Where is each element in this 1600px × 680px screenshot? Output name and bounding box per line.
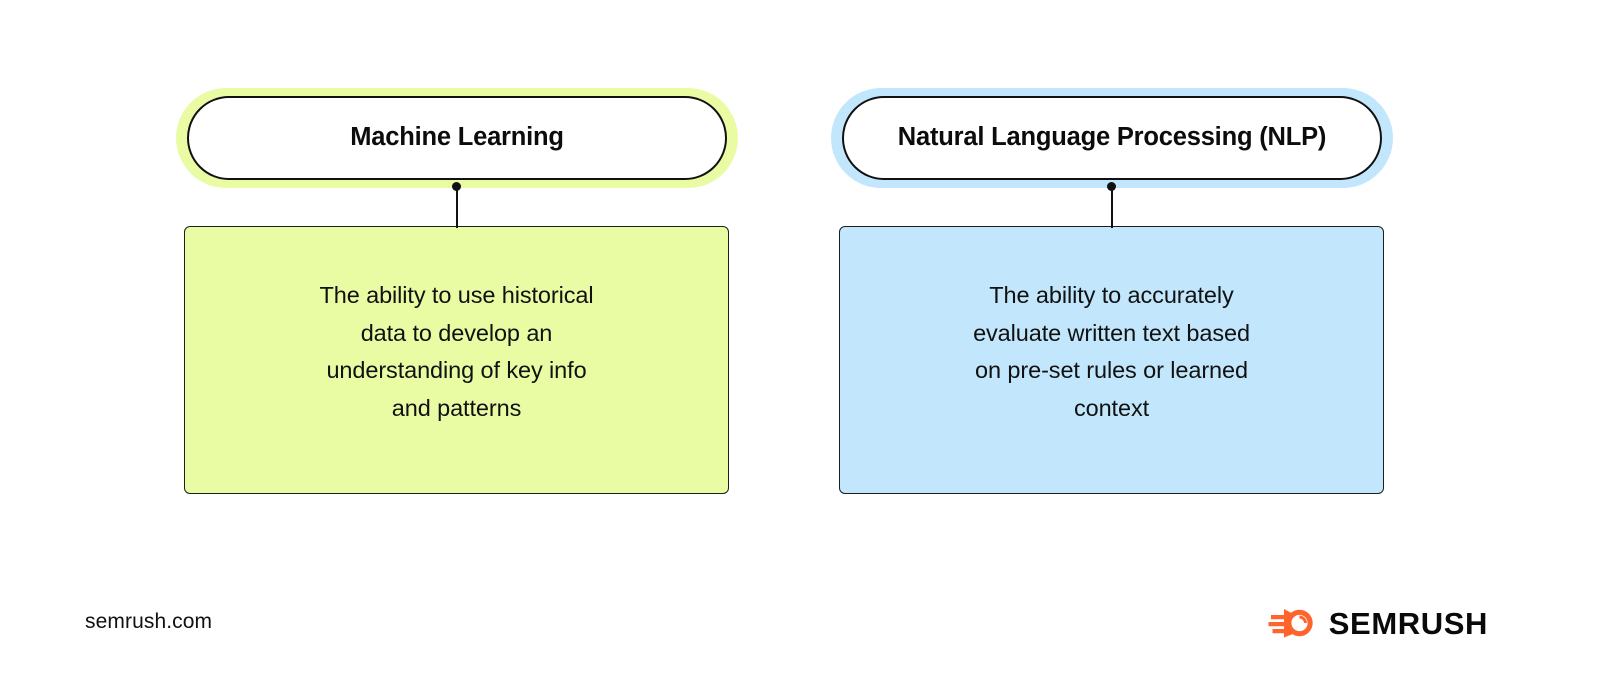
pill-header-machine-learning[interactable]: Machine Learning	[187, 96, 727, 180]
pill-header-natural-language-processing[interactable]: Natural Language Processing (NLP)	[842, 96, 1382, 180]
concept-card-natural-language-processing[interactable]: The ability to accurately evaluate writt…	[839, 226, 1384, 494]
concept-node-natural-language-processing: Natural Language Processing (NLP) The ab…	[831, 0, 1393, 680]
pill-header-wrapper-natural-language-processing: Natural Language Processing (NLP)	[831, 88, 1393, 188]
pill-header-label-natural-language-processing: Natural Language Processing (NLP)	[897, 123, 1327, 152]
semrush-wordmark: SEMRUSH	[1328, 605, 1488, 641]
concept-card-machine-learning[interactable]: The ability to use historical data to de…	[184, 226, 729, 494]
concept-card-text-machine-learning: The ability to use historical data to de…	[319, 282, 594, 421]
pill-header-wrapper-machine-learning: Machine Learning	[176, 88, 738, 188]
concept-node-machine-learning: Machine Learning The ability to use hist…	[176, 0, 744, 680]
footer-source-url: semrush.com	[85, 610, 213, 633]
pill-header-label-machine-learning: Machine Learning	[350, 123, 564, 152]
connector-line-machine-learning	[456, 186, 458, 228]
concept-card-text-natural-language-processing: The ability to accurately evaluate writt…	[973, 282, 1250, 421]
semrush-branding: SEMRUSH	[1268, 606, 1488, 640]
semrush-comet-icon	[1268, 609, 1313, 638]
connector-line-natural-language-processing	[1111, 186, 1113, 228]
